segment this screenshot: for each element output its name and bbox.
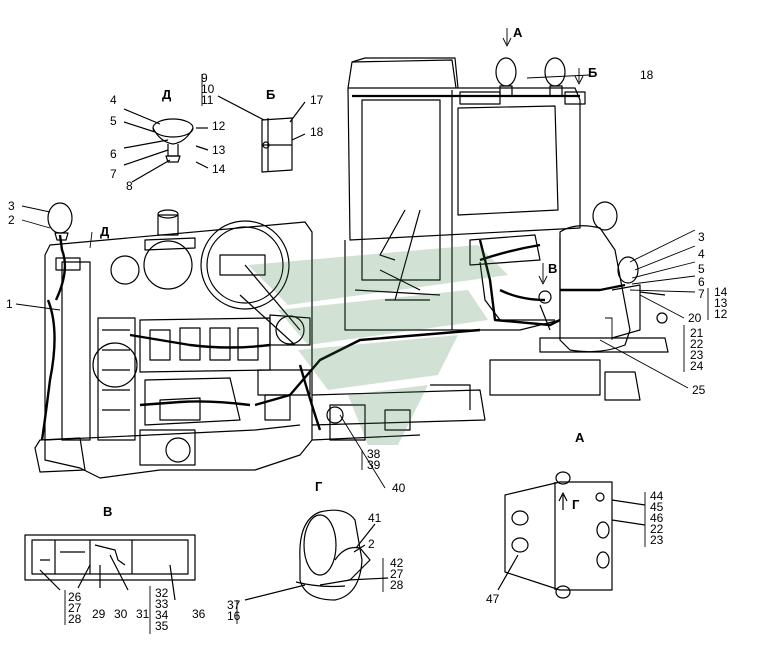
callout-25: 25 <box>692 383 706 397</box>
inset-view-a-roof <box>497 471 646 599</box>
callout-47: 47 <box>486 592 500 606</box>
callout-stack-37-16: 37 16 <box>227 598 241 623</box>
leader-lines <box>15 28 709 634</box>
callout-6-inset: 6 <box>110 147 117 161</box>
stack-item: 38 <box>367 447 381 461</box>
callout-17-inset: 17 <box>310 93 324 107</box>
stack-item: 22 <box>690 337 704 351</box>
callout-30: 30 <box>114 607 128 621</box>
wiring-harness <box>40 234 626 441</box>
callout-5-right: 5 <box>698 262 705 276</box>
view-letter-v-arrow: В <box>548 261 558 276</box>
stack-item: 35 <box>155 619 169 633</box>
view-letter-g-inset: Г <box>315 479 323 494</box>
stack-item: 12 <box>714 307 728 321</box>
callout-36: 36 <box>192 607 206 621</box>
stack-item: 13 <box>714 296 728 310</box>
view-letter-v-inset: В <box>103 504 113 519</box>
view-letter-b-top: Б <box>588 65 598 80</box>
stack-item: 42 <box>390 556 404 570</box>
callout-13-inset: 13 <box>212 143 226 157</box>
view-letter-a-top: А <box>513 25 523 40</box>
callout-3-right: 3 <box>698 230 705 244</box>
stack-item: 26 <box>68 590 82 604</box>
callout-3-left: 3 <box>8 199 15 213</box>
callout-2-g: 2 <box>368 537 375 551</box>
callout-12-inset: 12 <box>212 119 226 133</box>
stack-item: 32 <box>155 586 169 600</box>
stack-item: 22 <box>650 522 664 536</box>
view-letter-a-inset: А <box>575 430 585 445</box>
stack-item: 21 <box>690 326 704 340</box>
view-letter-d-inset: Д <box>162 87 172 102</box>
stack-item: 14 <box>714 285 728 299</box>
callout-stack-44-23: 44 45 46 22 23 <box>650 489 664 547</box>
stack-item: 23 <box>650 533 664 547</box>
callout-7-right: 7 <box>698 287 705 301</box>
callout-stack-21-24: 21 22 23 24 <box>690 326 704 373</box>
stack-item: 28 <box>390 578 404 592</box>
callout-29: 29 <box>92 607 106 621</box>
stack-item: 34 <box>155 608 169 622</box>
stack-item: 27 <box>68 601 82 615</box>
view-letter-g-arrow: Г <box>572 497 580 512</box>
callout-1: 1 <box>6 297 13 311</box>
callout-stack-38-39: 38 39 <box>367 447 381 472</box>
stack-item: 44 <box>650 489 664 503</box>
watermark-logo <box>248 245 508 445</box>
stack-item: 37 <box>227 598 241 612</box>
callout-stack-26-28: 26 27 28 <box>68 590 82 626</box>
stack-item: 24 <box>690 359 704 373</box>
stack-item: 10 <box>201 82 215 96</box>
stack-item: 46 <box>650 511 664 525</box>
callout-4-inset: 4 <box>110 93 117 107</box>
stack-item: 9 <box>201 71 208 85</box>
callout-41: 41 <box>368 511 382 525</box>
stack-item: 11 <box>201 93 214 107</box>
view-letter-b-inset: Б <box>266 87 276 102</box>
callout-5-inset: 5 <box>110 114 117 128</box>
view-letter-d-side: Д <box>100 224 110 239</box>
stack-item: 27 <box>390 567 404 581</box>
callout-2-left: 2 <box>8 213 15 227</box>
inset-view-g-lamp <box>244 509 389 601</box>
inset-view-d-lamp <box>123 108 209 183</box>
stack-item: 16 <box>227 609 241 623</box>
inset-view-v-panel <box>24 534 196 601</box>
inset-view-b-lamp-bracket <box>217 95 306 173</box>
front-lamp-left <box>47 202 73 241</box>
tractor-chassis <box>34 209 313 479</box>
callout-6-right: 6 <box>698 275 705 289</box>
callout-20: 20 <box>688 311 702 325</box>
callout-14-inset: 14 <box>212 162 226 176</box>
stack-item: 28 <box>68 612 82 626</box>
callout-stack-14-12: 14 13 12 <box>714 285 728 321</box>
stack-item: 33 <box>155 597 169 611</box>
stack-item: 23 <box>690 348 704 362</box>
callout-31: 31 <box>136 607 150 621</box>
callout-18-inset: 18 <box>310 125 324 139</box>
rear-fender-tank <box>311 201 669 441</box>
callout-stack-42-28: 42 27 28 <box>390 556 404 592</box>
callout-40: 40 <box>392 481 406 495</box>
callout-7-inset: 7 <box>110 167 117 181</box>
callout-4-right: 4 <box>698 247 705 261</box>
stack-item: 45 <box>650 500 664 514</box>
callout-stack-9-11: 9 10 11 <box>201 71 215 107</box>
callout-8-inset: 8 <box>126 179 133 193</box>
callout-stack-32-35: 32 33 34 35 <box>155 586 169 633</box>
stack-item: 39 <box>367 458 381 472</box>
callout-18-top: 18 <box>640 68 654 82</box>
